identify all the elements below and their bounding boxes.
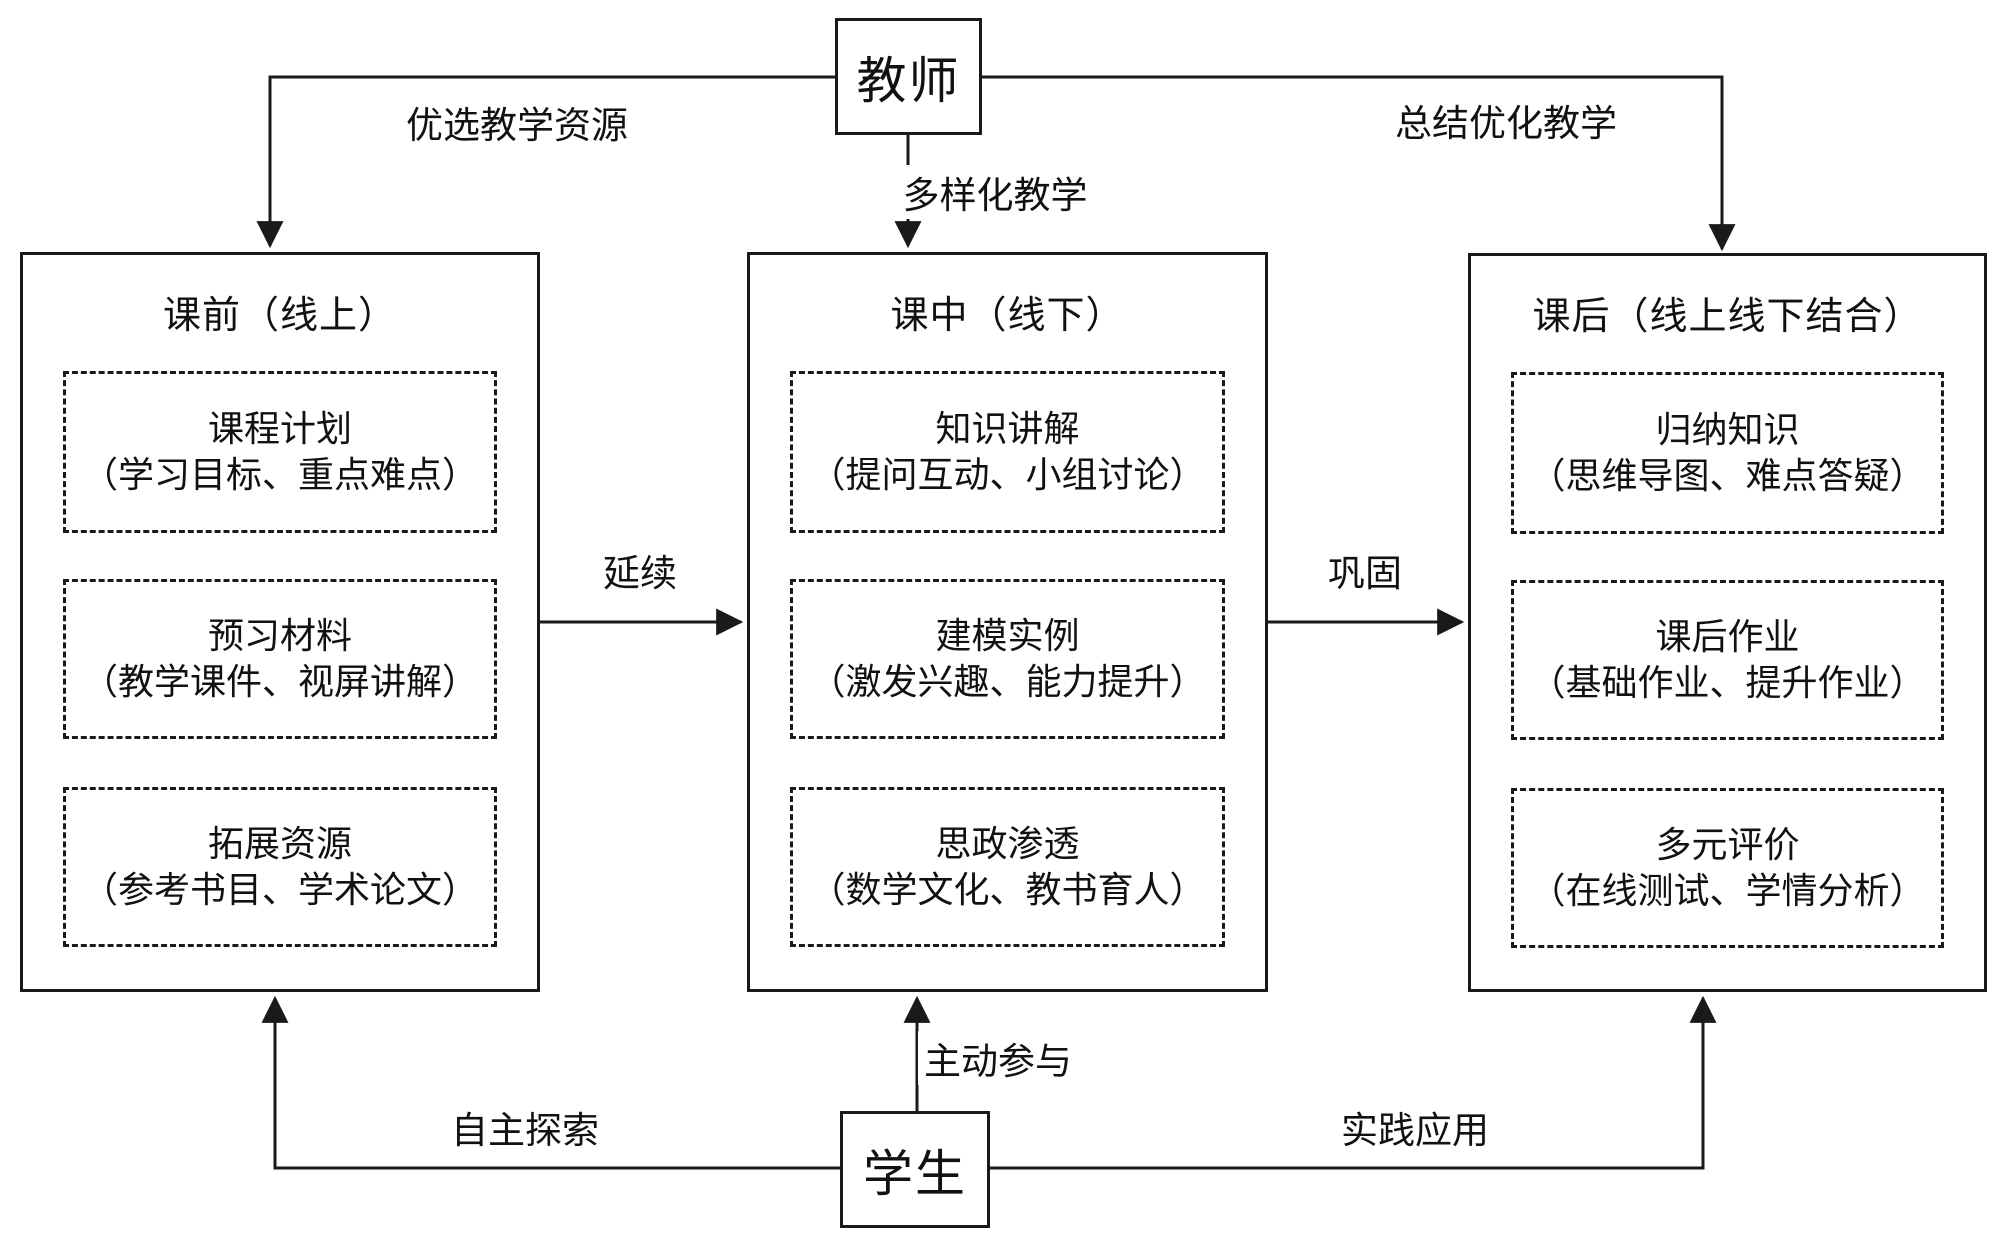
edge-label-pre-to-in-class: 延续 — [597, 543, 683, 597]
teacher-label: 教师 — [856, 52, 961, 109]
item-detail: （在线测试、学情分析） — [1529, 871, 1926, 911]
teacher-node: 教师 — [835, 18, 982, 135]
in-class-item-ideology-infusion: 思政渗透 （数学文化、教书育人） — [790, 787, 1225, 947]
item-detail: （思维导图、难点答疑） — [1529, 456, 1926, 496]
column-pre-class-title: 课前（线上） — [162, 294, 397, 337]
pre-class-item-extended-resources: 拓展资源 （参考书目、学术论文） — [63, 787, 497, 947]
item-title: 建模实例 — [935, 615, 1080, 656]
column-after-class-title: 课后（线上线下结合） — [1532, 295, 1923, 338]
item-title: 多元评价 — [1655, 824, 1800, 865]
pre-class-item-preview-materials: 预习材料 （教学课件、视屏讲解） — [63, 579, 497, 739]
column-after-class: 课后（线上线下结合） 归纳知识 （思维导图、难点答疑） 课后作业 （基础作业、提… — [1468, 253, 1987, 992]
edge-label-student-to-after-class: 实践应用 — [1335, 1100, 1495, 1154]
pre-class-item-course-plan: 课程计划 （学习目标、重点难点） — [63, 371, 497, 533]
item-detail: （学习目标、重点难点） — [81, 455, 478, 495]
edge-label-teacher-to-after-class: 总结优化教学 — [1389, 93, 1623, 147]
column-pre-class: 课前（线上） 课程计划 （学习目标、重点难点） 预习材料 （教学课件、视屏讲解）… — [20, 252, 540, 992]
after-class-item-homework: 课后作业 （基础作业、提升作业） — [1511, 580, 1944, 740]
student-label: 学生 — [863, 1145, 967, 1202]
column-in-class: 课中（线下） 知识讲解 （提问互动、小组讨论） 建模实例 （激发兴趣、能力提升）… — [747, 252, 1268, 992]
item-detail: （基础作业、提升作业） — [1529, 663, 1926, 703]
edge-label-in-to-after-class: 巩固 — [1322, 543, 1408, 597]
item-title: 知识讲解 — [935, 408, 1080, 449]
item-title: 归纳知识 — [1655, 409, 1800, 450]
column-in-class-title: 课中（线下） — [890, 294, 1125, 337]
in-class-item-knowledge-explanation: 知识讲解 （提问互动、小组讨论） — [790, 371, 1225, 533]
item-detail: （数学文化、教书育人） — [809, 870, 1206, 910]
edge-label-teacher-to-in-class: 多样化教学 — [896, 165, 1094, 219]
item-title: 预习材料 — [207, 615, 352, 656]
edge-label-student-to-in-class: 主动参与 — [918, 1031, 1078, 1085]
item-title: 拓展资源 — [207, 823, 352, 864]
item-title: 思政渗透 — [935, 823, 1080, 864]
student-node: 学生 — [840, 1111, 990, 1228]
after-class-item-summarize-knowledge: 归纳知识 （思维导图、难点答疑） — [1511, 372, 1944, 534]
item-detail: （激发兴趣、能力提升） — [809, 662, 1206, 702]
edge-label-teacher-to-pre-class: 优选教学资源 — [400, 95, 634, 149]
item-detail: （提问互动、小组讨论） — [809, 455, 1206, 495]
item-detail: （参考书目、学术论文） — [81, 870, 478, 910]
edge-label-student-to-pre-class: 自主探索 — [445, 1100, 605, 1154]
item-title: 课后作业 — [1655, 616, 1800, 657]
item-detail: （教学课件、视屏讲解） — [81, 662, 478, 702]
item-title: 课程计划 — [207, 408, 352, 449]
after-class-item-multi-evaluation: 多元评价 （在线测试、学情分析） — [1511, 788, 1944, 948]
in-class-item-modeling-examples: 建模实例 （激发兴趣、能力提升） — [790, 579, 1225, 739]
